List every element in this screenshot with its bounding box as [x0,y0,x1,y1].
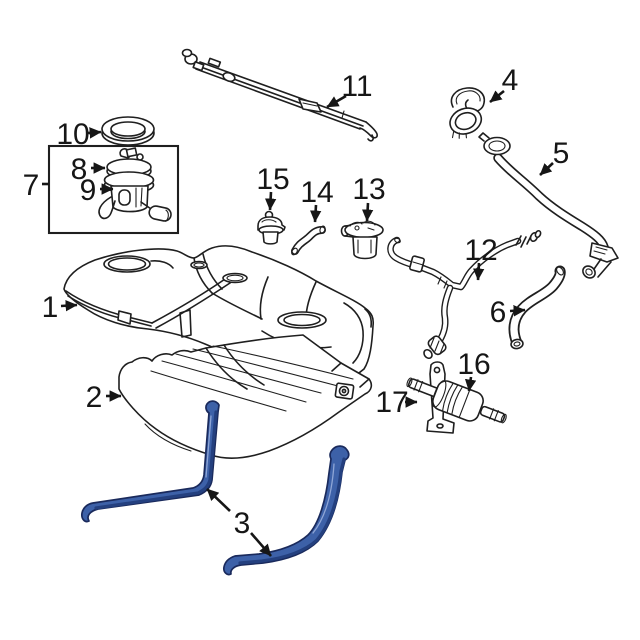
callout-3-arrow-right [250,532,272,557]
callout-4-label: 4 [502,64,519,97]
pump-opening [103,255,174,273]
callout-1-label: 1 [42,291,59,324]
callout-11-arrow [326,94,347,109]
callout-9-label: 9 [80,174,97,207]
hose-end-fitting [423,335,447,360]
vent-hose [508,265,566,350]
callout-6-label: 6 [490,296,507,329]
callout-11-label: 11 [341,70,372,103]
callout-12-arrow [472,262,485,281]
hose-top-connector [515,229,542,248]
callout-2-label: 2 [86,381,103,414]
callout-14-arrow [309,204,322,223]
callout-3-label: 3 [234,507,251,540]
callout-14-label: 14 [300,176,333,209]
callout-15-label: 15 [256,163,289,196]
tank-small-port [190,260,208,270]
callout-12-label: 12 [464,234,497,267]
heat-shield [118,334,373,459]
callout-7-label: 7 [23,169,40,202]
fuel-filter [406,377,507,424]
callout-arrows [42,89,554,557]
filler-cap [449,87,486,139]
callout-3-arrow-left [206,488,231,512]
fuel-tank-strap-left [81,400,220,523]
callout-13-label: 13 [352,173,385,206]
callout-6-arrow [509,305,526,317]
callout-1-arrow [60,300,78,312]
callout-15-arrow [264,191,277,211]
callout-13-arrow [361,202,374,222]
filler-pipe [478,132,619,279]
callout-5-arrow [539,162,554,176]
filler-pipe-flange [478,132,511,156]
callout-4-arrow [489,89,505,104]
callout-5-label: 5 [553,137,570,170]
fuel-tank-strap-right [223,445,350,576]
tank-right-port [277,311,327,329]
callout-10-arrow [87,127,102,139]
connector-hose [291,225,326,256]
tank-mid-port [222,272,248,284]
vapor-hose-assembly [387,229,542,360]
fuel-supply-lines [181,48,378,142]
callout-labels: 1 2 3 4 5 6 7 8 9 10 11 12 13 14 15 16 1… [23,64,570,540]
line-clip [298,98,322,113]
callout-10-label: 10 [56,118,89,151]
callout-16-label: 16 [457,348,490,381]
vapor-valve [340,220,384,260]
check-valve [257,210,286,245]
fuel-pump-module [98,147,172,222]
lock-ring-seal [101,116,155,146]
hose-clip [409,255,425,273]
callout-8-label: 8 [71,153,88,186]
filler-pipe-elbow [582,242,619,279]
shield-mount-bolt [334,382,355,400]
pump-float [148,205,172,222]
callout-17-label: 17 [375,386,408,419]
fuel-pump-assembly-box [47,144,180,235]
callout-16-arrow [464,376,477,392]
